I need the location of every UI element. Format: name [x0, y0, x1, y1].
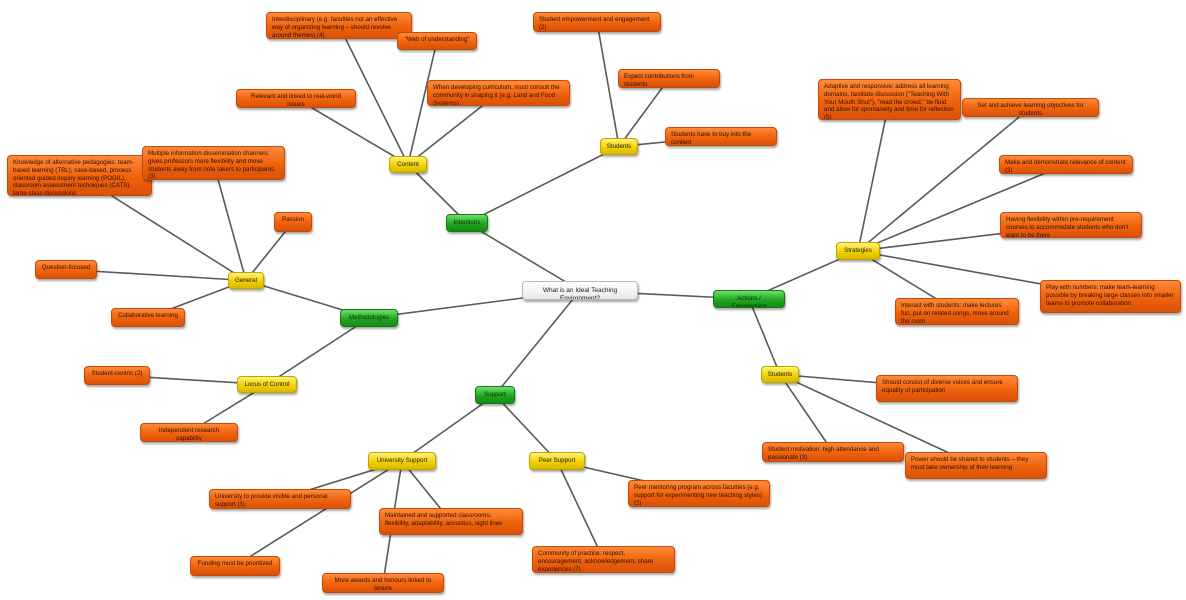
leaf-student-motivation[interactable]: Student motivation: high attendance and … [762, 442, 904, 462]
central-topic[interactable]: What is an Ideal Teaching Environment? [522, 281, 638, 300]
connector-branch-support-to-sub-university-support [401, 394, 496, 462]
sub-general[interactable]: General [228, 272, 264, 289]
leaf-power-shared[interactable]: Power should be shared to students – the… [905, 452, 1047, 479]
sub-locus-of-control[interactable]: Locus of Control [237, 376, 297, 393]
leaf-adaptive-responsive[interactable]: Adaptive and responsive: address all lea… [818, 79, 961, 120]
connector-branch-intentions-to-sub-content [407, 163, 468, 224]
connector-sub-students-top-to-leaf-expect-contributions [618, 78, 670, 147]
connector-sub-peer-support-to-leaf-community-of-practice [556, 460, 605, 560]
connector-branch-intentions-to-sub-students-top [466, 145, 620, 224]
sub-strategies[interactable]: Strategies [836, 242, 880, 260]
branch-intentions[interactable]: Intentions [446, 214, 488, 232]
leaf-interdisciplinary[interactable]: Interdisciplinary (e.g. faculties not an… [266, 12, 412, 39]
leaf-question-focused[interactable]: Question-focused [35, 260, 97, 279]
connector-sub-strategies-to-leaf-adaptive-responsive [857, 99, 891, 252]
leaf-consult-community[interactable]: When developing curriculum, must consult… [427, 80, 570, 106]
leaf-maintained-classrooms[interactable]: Maintained and supported classrooms: fle… [379, 508, 523, 535]
leaf-buy-into-content[interactable]: Students have to buy into the content [665, 127, 777, 146]
leaf-alternative-pedagogies[interactable]: Knowledge of alternative pedagogies: tea… [7, 155, 152, 196]
connector-sub-students-right-to-leaf-student-motivation [779, 374, 834, 453]
leaf-learning-objectives[interactable]: Set and achieve learning objectives for … [962, 98, 1099, 117]
leaf-student-empowerment[interactable]: Student empowerment and engagement (2) [533, 12, 661, 32]
branch-actions-engagement[interactable]: Actions / Engagement [713, 290, 785, 308]
leaf-passion[interactable]: Passion [274, 212, 312, 232]
leaf-funding-prioritized[interactable]: Funding must be prioritized [190, 556, 280, 576]
connector-sub-content-to-leaf-relevant-real-world [295, 97, 409, 166]
leaf-awards-honours[interactable]: More awards and honours linked to tenure [322, 573, 444, 593]
connector-sub-students-right-to-leaf-power-shared [779, 373, 977, 467]
leaf-independent-research[interactable]: Independent research capability [140, 423, 238, 442]
leaf-web-of-understanding[interactable]: "Web of understanding" [397, 32, 477, 50]
connector-sub-strategies-to-leaf-demonstrate-relevance [857, 163, 1067, 252]
connector-sub-general-to-leaf-dissemination-channels [212, 162, 247, 281]
leaf-expect-contributions[interactable]: Expect contributions from students [618, 69, 720, 88]
leaf-diverse-voices[interactable]: Should consist of diverse voices and ens… [876, 375, 1018, 402]
leaf-demonstrate-relevance[interactable]: Make and demonstrate relevance of conten… [999, 155, 1133, 174]
connector-sub-university-support-to-leaf-funding-prioritized [234, 460, 403, 567]
connector-branch-methodologies-to-sub-locus-of-control [266, 317, 370, 386]
connector-sub-students-top-to-leaf-student-empowerment [596, 21, 620, 147]
leaf-play-with-numbers[interactable]: Play with numbers: make team-learning po… [1040, 280, 1181, 313]
leaf-peer-mentoring[interactable]: Peer mentoring program across faculties … [628, 480, 770, 507]
sub-students-top[interactable]: Students [600, 138, 638, 155]
leaf-student-centric[interactable]: Student-centric (2) [84, 366, 150, 385]
leaf-collaborative-learning[interactable]: Collaborative learning [111, 308, 185, 327]
connector-central-topic-to-branch-intentions [466, 222, 581, 292]
branch-methodologies[interactable]: Methodologies [340, 309, 398, 327]
sub-content[interactable]: Content [389, 156, 427, 173]
branch-support[interactable]: Support [475, 386, 515, 404]
sub-peer-support[interactable]: Peer Support [529, 452, 585, 470]
leaf-dissemination-channels[interactable]: Multiple information dissemination chann… [142, 146, 285, 180]
leaf-community-of-practice[interactable]: Community of practice: respect, encourag… [532, 546, 675, 573]
connector-branch-support-to-sub-peer-support [494, 394, 558, 462]
connector-branch-actions-engagement-to-sub-students-right [748, 298, 781, 375]
connector-central-topic-to-branch-support [494, 289, 581, 396]
connector-sub-content-to-leaf-web-of-understanding [407, 40, 438, 165]
connector-sub-content-to-leaf-interdisciplinary [338, 25, 409, 165]
sub-students-right[interactable]: Students [761, 366, 799, 383]
leaf-interact-with-students[interactable]: Interact with students: make lectures fu… [895, 298, 1019, 325]
sub-university-support[interactable]: University Support [368, 452, 436, 470]
connector-sub-strategies-to-leaf-learning-objectives [857, 106, 1032, 252]
leaf-visible-support[interactable]: University to provide visible and person… [209, 489, 351, 509]
leaf-prerequirement-flexibility[interactable]: Having flexibility within pre-requiremen… [1000, 212, 1142, 238]
leaf-relevant-real-world[interactable]: Relevant and linked to real-world issues [236, 89, 356, 108]
